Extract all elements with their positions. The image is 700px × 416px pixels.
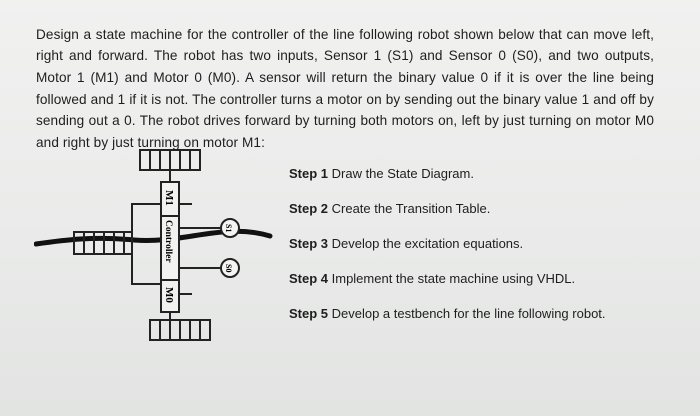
s0-sensor: S0 [220, 258, 240, 278]
caster-wheel [73, 231, 133, 255]
step-4: Step 4 Implement the state machine using… [289, 271, 576, 286]
step-3: Step 3 Develop the excitation equations. [289, 236, 524, 251]
s0-label: S0 [224, 264, 233, 272]
robot-diagram: M1 Controller M0 S1 S0 [34, 149, 273, 341]
m1-wheel [139, 149, 201, 182]
s1-label: S1 [224, 224, 233, 232]
step-5: Step 5 Develop a testbench for the line … [289, 306, 606, 321]
step-2: Step 2 Create the Transition Table. [289, 201, 491, 216]
m1-label: M1 [163, 190, 175, 206]
s1-sensor: S1 [220, 218, 240, 238]
step-1: Step 1 Draw the State Diagram. [289, 166, 474, 181]
m0-motor-box [160, 279, 180, 313]
controller-label: Controller [163, 220, 173, 263]
problem-statement: Design a state machine for the controlle… [36, 26, 654, 151]
m0-wheel [149, 312, 211, 341]
m0-label: M0 [163, 287, 175, 303]
